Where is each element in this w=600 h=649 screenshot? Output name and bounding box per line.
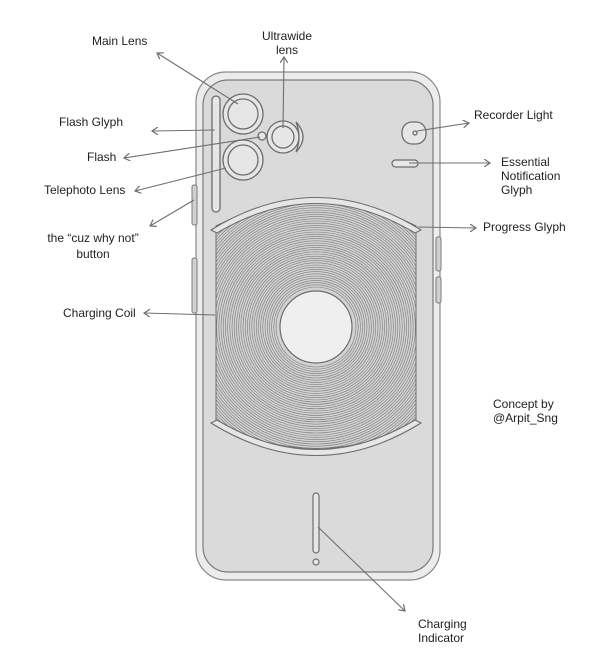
label-charging-line2: Indicator: [418, 631, 465, 645]
coil-ring: [216, 205, 416, 449]
coil-ring: [247, 258, 385, 396]
coil-ring: [253, 264, 379, 390]
power-button: [435, 236, 442, 272]
label-essential-line2: Notification: [501, 169, 561, 183]
callout-arrows: [124, 53, 490, 611]
arrow-icon: [124, 136, 261, 158]
flash-icon: [257, 131, 267, 141]
label-charging-line1: Charging: [418, 617, 467, 631]
label-essential-notification-glyph: Essential Notification Glyph: [501, 155, 560, 197]
coil-ring: [218, 229, 414, 425]
coil-ring: [271, 282, 361, 372]
label-telephoto-lens: Telephoto Lens: [44, 183, 126, 197]
coil-ring: [266, 277, 366, 377]
volume-button: [191, 257, 198, 314]
coil-ring: [260, 271, 372, 383]
arrow-icon: [283, 57, 284, 129]
label-progress-glyph: Progress Glyph: [483, 220, 566, 234]
coil-ring: [236, 247, 396, 407]
coil-ring: [216, 214, 416, 440]
label-flash-glyph: Flash Glyph: [59, 115, 124, 129]
charging-indicator: [312, 492, 320, 566]
arrow-icon: [152, 130, 216, 131]
coil-ring: [216, 222, 416, 432]
credit: Concept by @Arpit_Sng: [493, 397, 558, 425]
arrow-icon: [416, 123, 469, 132]
coil-ring: [216, 220, 416, 434]
coil-ring: [227, 238, 405, 416]
coil-ring: [220, 231, 412, 423]
coil-ring: [258, 269, 374, 385]
coil-ring: [255, 266, 377, 388]
main-lens-icon: [222, 93, 264, 135]
coil-ring: [273, 284, 359, 370]
label-ultrawide-line1: Ultrawide: [261, 29, 312, 43]
camera-module: [211, 93, 427, 213]
coil-ring: [222, 233, 410, 421]
coil-ring: [233, 244, 399, 410]
coil-ring: [231, 242, 401, 412]
charging-coil-icon: [209, 196, 423, 457]
ultrawide-lens-icon: [266, 120, 300, 154]
coil-ring: [216, 207, 416, 447]
coil-ring: [262, 273, 370, 381]
coil-ring: [216, 211, 416, 443]
side-buttons: [191, 184, 442, 314]
coil-ring: [216, 216, 416, 438]
recorder-light-dot: [412, 130, 418, 136]
coil-ring: [216, 227, 416, 427]
label-recorder-light: Recorder Light: [474, 108, 553, 122]
label-cuz-why-not-button: the “cuz why not” button: [30, 231, 156, 261]
label-main-lens: Main Lens: [92, 34, 148, 48]
coil-ring: [244, 255, 388, 399]
coil-ring: [225, 236, 407, 418]
ultrawide-glyph: [295, 121, 304, 153]
coil-ring: [240, 251, 392, 403]
progress-glyph-bottom: [209, 419, 423, 457]
label-essential-line1: Essential: [501, 155, 550, 169]
arrow-icon: [157, 53, 239, 105]
side-key: [435, 276, 442, 304]
telephoto-lens-icon: [222, 139, 264, 181]
label-cuz-line1: the “cuz why not”: [47, 231, 139, 245]
arrow-icon: [135, 167, 227, 191]
cuz-why-not-button: [191, 184, 198, 226]
coil-ring: [264, 275, 368, 379]
progress-glyph-top: [209, 196, 423, 234]
label-essential-line3: Glyph: [501, 183, 533, 197]
arrow-icon: [150, 199, 195, 226]
coil-ring: [251, 262, 381, 392]
coil-ring: [216, 218, 416, 436]
coil-ring: [269, 280, 363, 374]
label-charging-indicator: Charging Indicator: [418, 617, 467, 645]
coil-ring: [229, 240, 403, 414]
flash-glyph-strip: [211, 95, 221, 213]
coil-center: [279, 290, 353, 364]
arrow-icon: [417, 227, 476, 228]
coil-ring: [216, 209, 416, 445]
arrow-icon: [317, 526, 405, 611]
coil-ring: [238, 249, 394, 405]
coil-ring: [216, 225, 416, 429]
arrow-icon: [144, 313, 216, 315]
label-cuz-line2: button: [76, 247, 110, 261]
credit-line1: Concept by: [493, 397, 554, 411]
label-charging-coil: Charging Coil: [63, 306, 136, 320]
credit-author: @Arpit_Sng: [493, 411, 558, 425]
label-flash: Flash: [87, 150, 117, 164]
coil-ring: [249, 260, 383, 394]
label-ultrawide-line2: lens: [275, 43, 298, 57]
coil-ring: [242, 253, 390, 401]
label-ultrawide-lens: Ultrawide lens: [256, 29, 318, 57]
coil-ring: [275, 286, 357, 368]
